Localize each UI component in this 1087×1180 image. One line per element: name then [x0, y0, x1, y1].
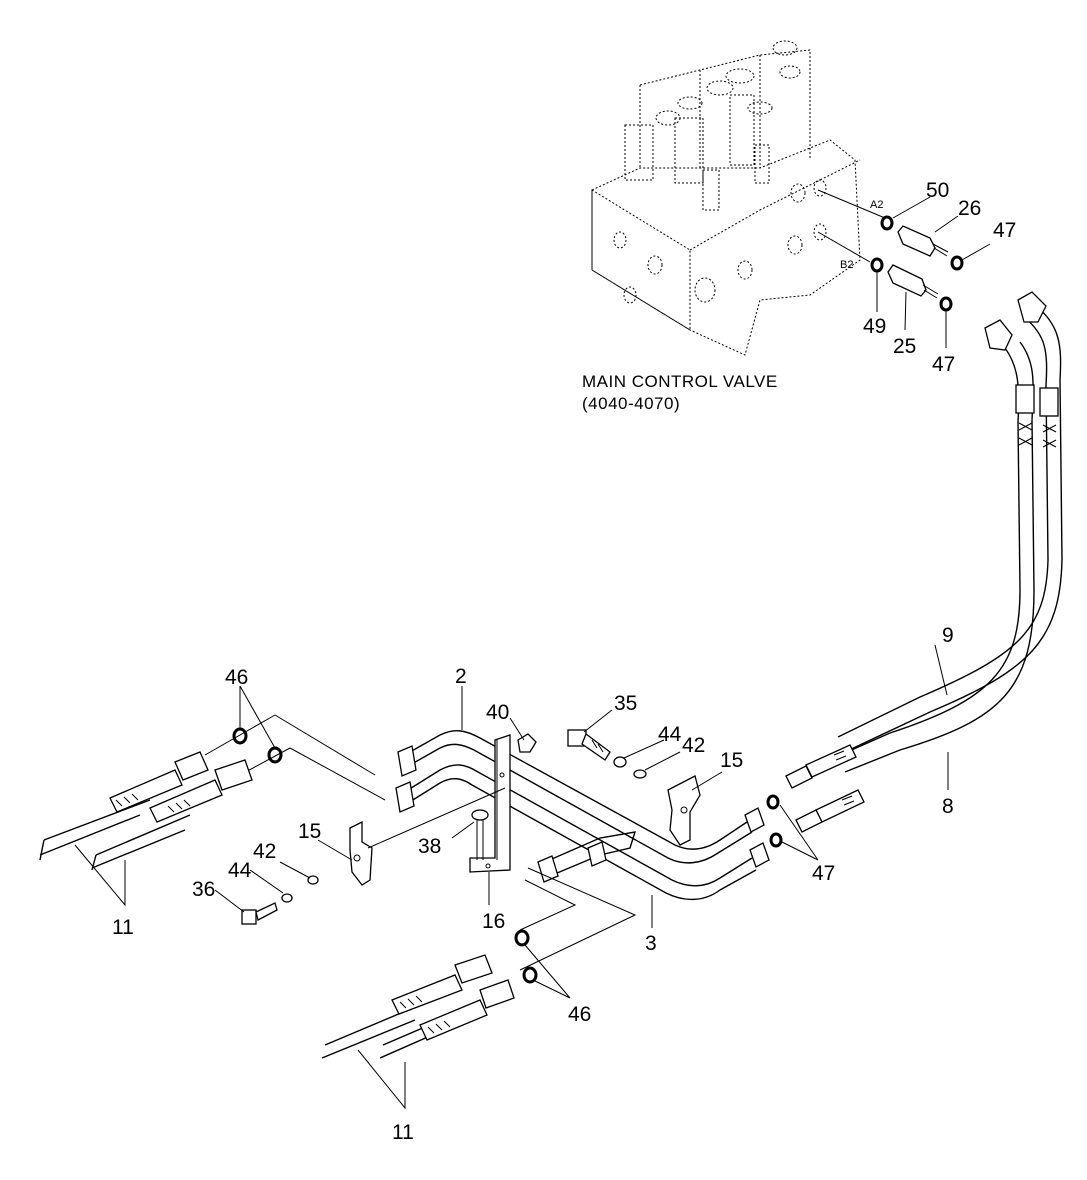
bracket-16: [469, 734, 511, 873]
callout-42-left: 42: [253, 840, 276, 863]
callout-47-upper: 47: [993, 219, 1016, 242]
callout-9: 9: [942, 624, 954, 647]
o-ring-47-right-b: [769, 832, 783, 848]
washer-44-right: [613, 756, 627, 768]
callout-40: 40: [486, 701, 509, 724]
callout-26: 26: [958, 197, 981, 220]
hose-11-lower-pair: [321, 954, 515, 1059]
hose-8: [837, 319, 1035, 773]
clamp-15-left: [349, 820, 373, 886]
callout-49: 49: [863, 315, 886, 338]
o-ring-46-lower-a: [514, 929, 530, 947]
callout-16: 16: [482, 910, 505, 933]
callout-47-right: 47: [812, 862, 835, 885]
leader-upper-left-1: [274, 714, 376, 776]
callout-36: 36: [192, 878, 215, 901]
leader-lower-branch: [519, 867, 637, 971]
washer-44-left: [281, 893, 293, 903]
o-ring-47-upper: [950, 255, 964, 271]
callout-8: 8: [942, 795, 954, 818]
valve-serial: (4040-4070): [582, 394, 680, 413]
adapter-26: [897, 225, 949, 257]
o-ring-47-right-a: [766, 794, 780, 810]
callout-11-lower: 11: [392, 1121, 414, 1144]
bolt-36: [241, 902, 278, 925]
callout-44-left: 44: [228, 859, 252, 882]
callout-3: 3: [645, 932, 657, 955]
hose-8-lower-fitting: [795, 789, 865, 833]
callout-38: 38: [418, 835, 441, 858]
callout-11-upper: 11: [112, 916, 134, 939]
callout-47-lower: 47: [932, 353, 955, 376]
leader-11-lower: [357, 1049, 406, 1110]
main-control-valve: [591, 40, 886, 356]
o-ring-46-upper-b: [267, 746, 283, 764]
leader-11-upper: [74, 844, 126, 907]
o-ring-46-upper-a: [232, 727, 248, 745]
tube-2: [397, 730, 765, 864]
tube-3: [395, 764, 770, 901]
leader-clamp-left: [367, 787, 506, 849]
callout-25: 25: [893, 335, 916, 358]
branch-tube-lower: [537, 831, 637, 883]
callout-15-right: 15: [720, 749, 743, 772]
bolt-35: [567, 729, 611, 761]
hose-11-upper-pair: [39, 751, 253, 871]
o-ring-46-lower-b: [522, 966, 538, 984]
hose-9-lower-fitting: [785, 744, 857, 789]
port-b2-label: B2: [840, 259, 853, 271]
nut-40: [517, 733, 537, 753]
adapter-25: [887, 264, 939, 299]
bolt-38: [471, 809, 489, 860]
port-a2-label: A2: [870, 199, 883, 211]
callout-35: 35: [614, 692, 637, 715]
callout-15-left: 15: [298, 820, 321, 843]
callout-44-right: 44: [658, 723, 682, 746]
washer-42-right: [633, 769, 647, 779]
valve-title: MAIN CONTROL VALVE: [582, 372, 778, 391]
washer-42-left: [307, 875, 319, 885]
clamp-15-right: [667, 775, 701, 846]
o-ring-50: [880, 215, 894, 231]
callout-labels: 50 26 47 49 25 47 9 8 47 46 2 40 35 44 4…: [112, 179, 1016, 1144]
callout-50: 50: [926, 179, 949, 202]
callout-46-upper: 46: [225, 666, 248, 689]
callout-2: 2: [455, 665, 467, 688]
o-ring-49: [870, 257, 884, 273]
callout-46-lower: 46: [568, 1003, 591, 1026]
leader-upper-left-2: [289, 747, 386, 801]
o-ring-47-lower: [939, 296, 953, 312]
callout-42-right: 42: [682, 734, 705, 757]
callout-leaders: [214, 196, 991, 999]
